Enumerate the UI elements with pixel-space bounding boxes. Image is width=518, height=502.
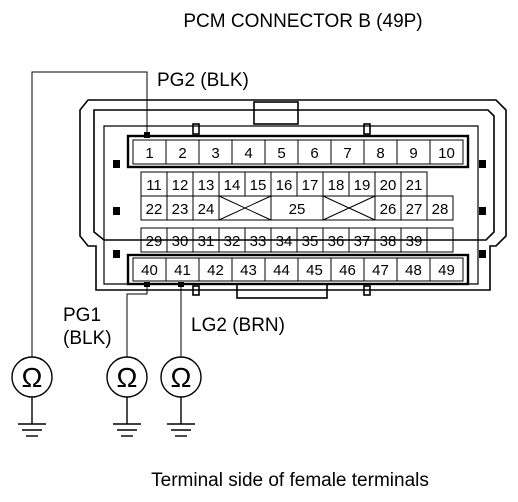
terminal-3: 3: [211, 145, 219, 162]
terminal-14: 14: [224, 177, 241, 194]
terminal-5: 5: [277, 145, 285, 162]
terminal-26: 26: [380, 201, 397, 218]
terminal-24: 24: [198, 201, 215, 218]
terminal-44: 44: [273, 262, 290, 279]
ohmmeter-icon: Ω: [160, 356, 202, 398]
terminal-9: 9: [409, 145, 417, 162]
terminal-2: 2: [178, 145, 186, 162]
terminal-29: 29: [146, 233, 163, 250]
lg2-label: LG2 (BRN): [191, 315, 285, 336]
terminal-28: 28: [432, 201, 449, 218]
terminal-22: 22: [146, 201, 163, 218]
terminal-row-1: [132, 139, 464, 165]
terminal-36: 36: [328, 233, 345, 250]
ohmmeter-symbol: Ω: [22, 362, 43, 393]
terminal-row5-block: [126, 253, 470, 286]
terminal-38: 38: [380, 233, 397, 250]
terminal-16: 16: [276, 177, 293, 194]
terminal-48: 48: [405, 262, 422, 279]
terminal-37: 37: [354, 233, 371, 250]
connector-keys: [113, 160, 486, 258]
ohmmeter-icon: Ω: [106, 356, 148, 398]
terminal-42: 42: [207, 262, 224, 279]
ground-icon: [113, 397, 141, 437]
terminal-35: 35: [302, 233, 319, 250]
terminal-31: 31: [198, 233, 215, 250]
terminal-18: 18: [328, 177, 345, 194]
terminal-46: 46: [339, 262, 356, 279]
probe-wires: [31, 71, 182, 357]
pg1-label-line2: (BLK): [63, 328, 112, 349]
terminal-15: 15: [250, 177, 267, 194]
terminal-11: 11: [146, 177, 162, 194]
terminal-row1-block: [126, 134, 470, 169]
terminal-row-4: [140, 227, 454, 253]
ohmmeter-symbol: Ω: [117, 362, 138, 393]
terminal-12: 12: [172, 177, 189, 194]
terminal-20: 20: [380, 177, 397, 194]
terminal-23: 23: [172, 201, 189, 218]
terminal-30: 30: [172, 233, 189, 250]
terminal-row-3: [140, 195, 454, 221]
terminal-19: 19: [354, 177, 371, 194]
terminal-39: 39: [406, 233, 423, 250]
terminal-7: 7: [343, 145, 351, 162]
ohmmeter-symbol: Ω: [171, 362, 192, 393]
terminal-32: 32: [224, 233, 241, 250]
terminal-6: 6: [310, 145, 318, 162]
terminal-41: 41: [174, 262, 191, 279]
ohmmeter-icon: Ω: [11, 356, 53, 398]
terminal-13: 13: [198, 177, 215, 194]
terminal-1: 1: [145, 145, 153, 162]
terminal-17: 17: [302, 177, 319, 194]
terminal-8: 8: [376, 145, 384, 162]
pg1-label-line1: PG1: [63, 305, 101, 326]
probe-tips: [144, 132, 184, 287]
terminal-45: 45: [306, 262, 323, 279]
terminal-40: 40: [141, 262, 158, 279]
terminal-49: 49: [438, 262, 455, 279]
ground-icon: [167, 397, 195, 437]
terminal-25: 25: [289, 201, 306, 218]
terminal-33: 33: [250, 233, 267, 250]
diagram-caption: Terminal side of female terminals: [151, 470, 429, 491]
terminal-21: 21: [406, 177, 423, 194]
ground-icon: [18, 397, 46, 437]
terminal-4: 4: [244, 145, 252, 162]
terminal-row-5: [132, 257, 464, 282]
terminal-43: 43: [240, 262, 257, 279]
terminal-47: 47: [372, 262, 389, 279]
diagram-title: PCM CONNECTOR B (49P): [183, 11, 422, 32]
terminal-27: 27: [406, 201, 423, 218]
pg2-label: PG2 (BLK): [157, 70, 249, 91]
terminal-34: 34: [276, 233, 293, 250]
terminal-10: 10: [438, 145, 455, 162]
